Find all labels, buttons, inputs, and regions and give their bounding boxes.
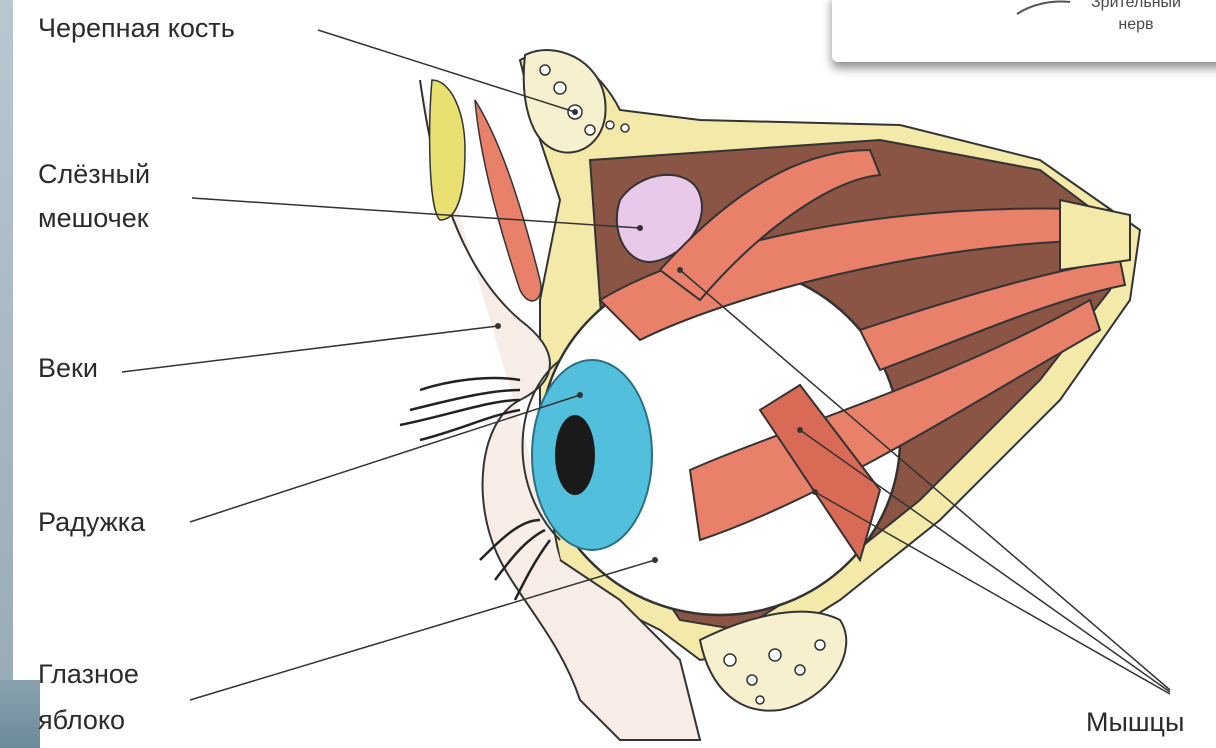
label-iris: Радужка bbox=[38, 506, 145, 538]
optic-nerve-end bbox=[1060, 200, 1130, 270]
pupil bbox=[555, 415, 595, 495]
eyelid-muscle bbox=[475, 100, 541, 301]
optic-nerve-label: Зрительный нерв bbox=[1076, 0, 1196, 36]
fat-column bbox=[430, 80, 465, 220]
label-eyeball-line2: яблоко bbox=[38, 704, 125, 736]
label-lacrimal-sac-line1: Слёзный bbox=[38, 158, 150, 190]
label-eyeball-line1: Глазное bbox=[38, 658, 139, 690]
optic-nerve-sketch bbox=[1012, 0, 1072, 18]
optic-nerve-label-line2: нерв bbox=[1076, 14, 1196, 36]
label-muscles: Мышцы bbox=[1086, 706, 1184, 738]
label-eyelids: Веки bbox=[38, 352, 98, 384]
skull-bone-upper bbox=[524, 50, 606, 153]
label-skull-bone: Черепная кость bbox=[38, 12, 235, 44]
optic-nerve-label-line1: Зрительный bbox=[1076, 0, 1196, 14]
optic-nerve-inset: Зрительный нерв bbox=[832, 0, 1216, 62]
label-lacrimal-sac-line2: мешочек bbox=[38, 202, 149, 234]
